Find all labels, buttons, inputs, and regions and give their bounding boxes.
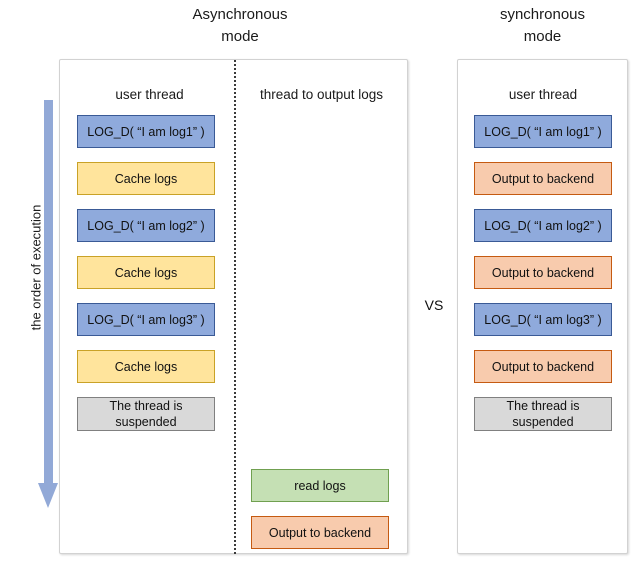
sync-step-log1[interactable]: LOG_D( “I am log1” ) [474,115,612,148]
async-mode-title: Asynchronous mode [192,6,288,45]
order-of-execution-arrow: the order of execution [18,100,62,515]
async-step-cache-logs-3[interactable]: Cache logs [77,350,215,383]
async-step-log3[interactable]: LOG_D( “I am log3” ) [77,303,215,336]
sync-step-log2[interactable]: LOG_D( “I am log2” ) [474,209,612,242]
async-output-thread-header: thread to output logs [259,87,384,102]
sync-step-log3[interactable]: LOG_D( “I am log3” ) [474,303,612,336]
async-step-thread-suspended[interactable]: The thread is suspended [77,397,215,431]
sync-step-output-to-backend-1[interactable]: Output to backend [474,162,612,195]
async-step-log1[interactable]: LOG_D( “I am log1” ) [77,115,215,148]
sync-mode-panel: user thread LOG_D( “I am log1” ) Output … [457,59,628,554]
sync-step-output-to-backend-3[interactable]: Output to backend [474,350,612,383]
async-step-log2[interactable]: LOG_D( “I am log2” ) [77,209,215,242]
sync-step-thread-suspended[interactable]: The thread is suspended [474,397,612,431]
arrow-head-icon [38,483,58,508]
order-of-execution-label: the order of execution [28,204,44,331]
async-step-read-logs[interactable]: read logs [251,469,389,502]
async-step-output-to-backend[interactable]: Output to backend [251,516,389,549]
async-mode-panel: user thread thread to output logs LOG_D(… [59,59,408,554]
async-user-thread-header: user thread [115,87,184,102]
arrow-shaft [44,100,53,485]
versus-label: VS [424,297,444,313]
async-step-cache-logs-1[interactable]: Cache logs [77,162,215,195]
sync-step-output-to-backend-2[interactable]: Output to backend [474,256,612,289]
sync-mode-title: synchronous mode [499,6,586,45]
thread-column-divider [234,60,236,554]
async-step-cache-logs-2[interactable]: Cache logs [77,256,215,289]
sync-user-thread-header: user thread [508,87,578,102]
